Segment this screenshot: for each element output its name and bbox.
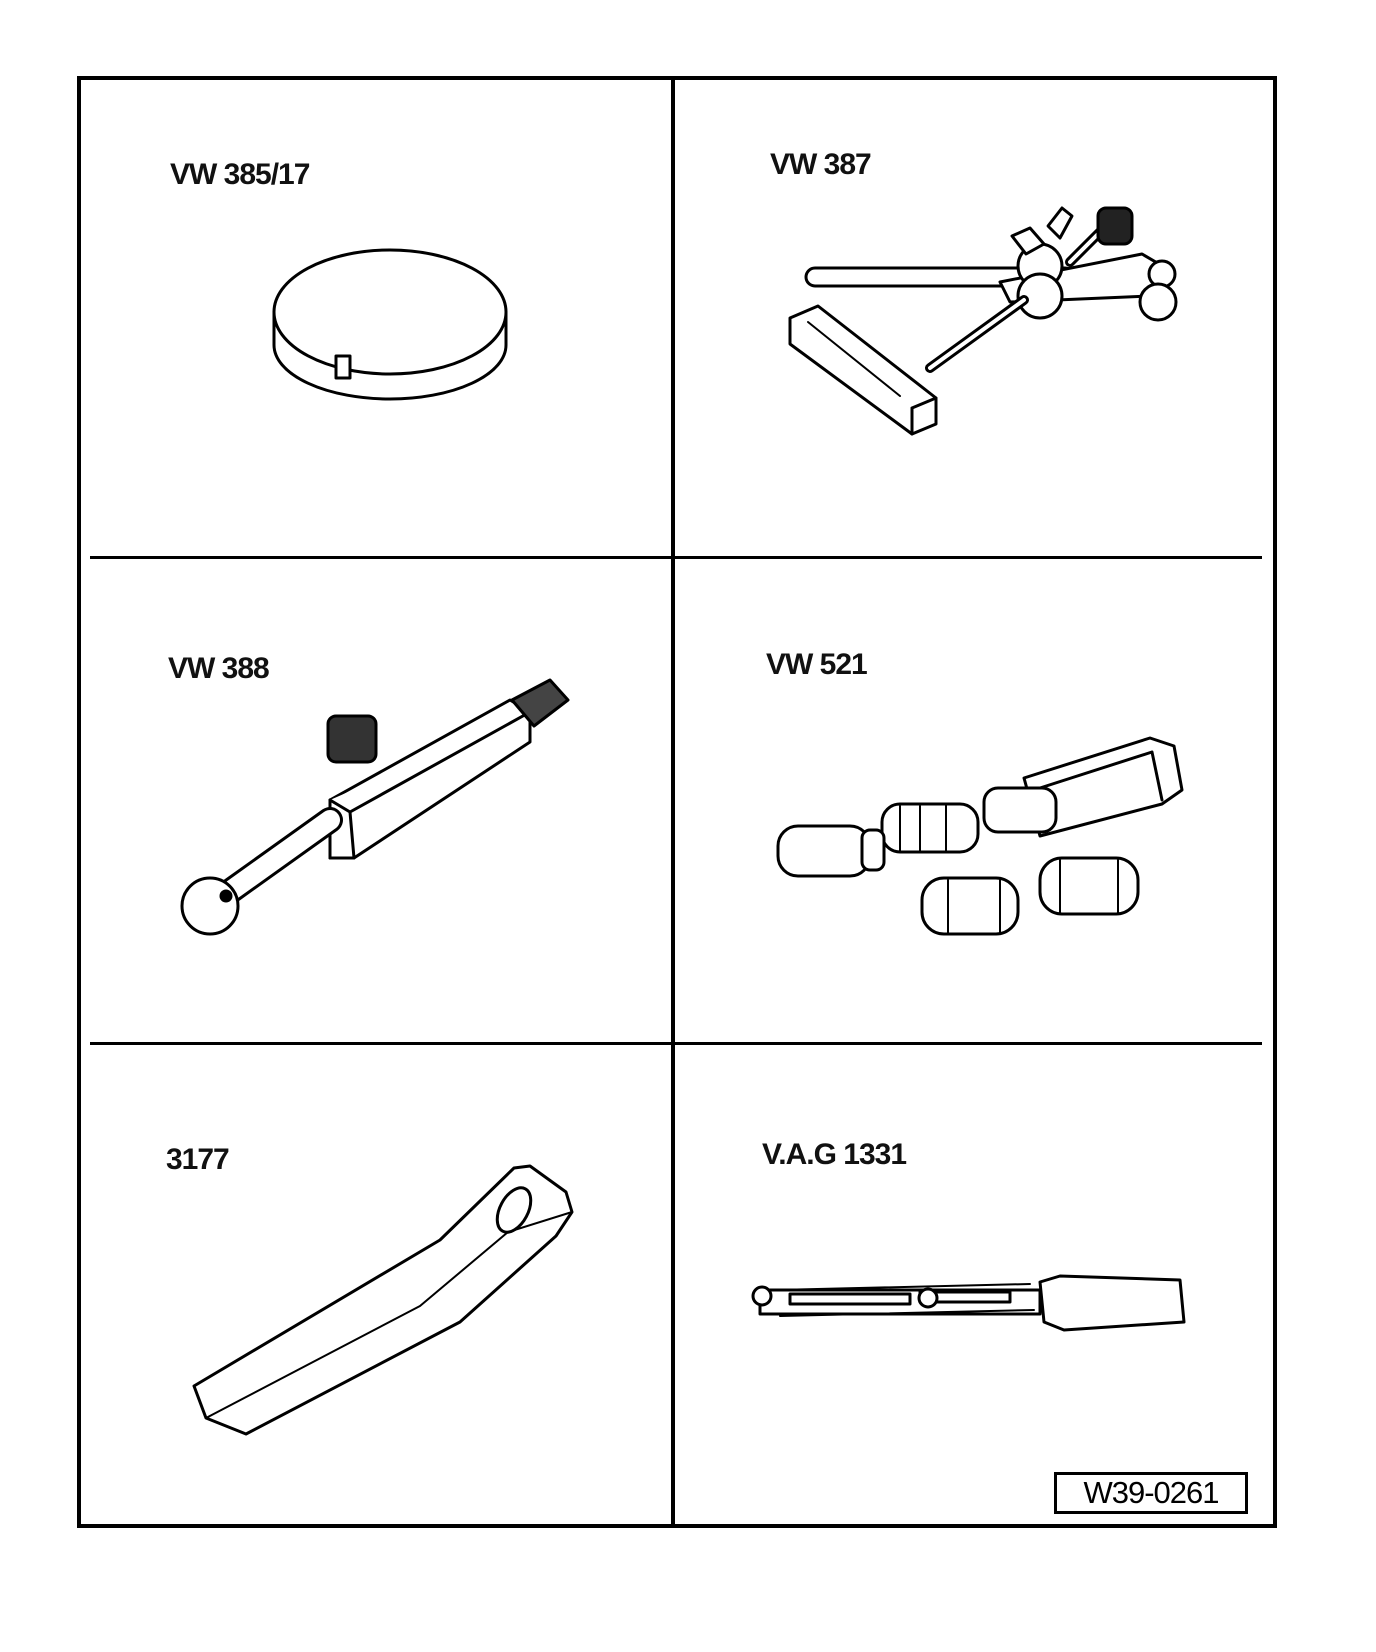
disc-icon — [272, 248, 508, 401]
row-divider-2 — [90, 1042, 1262, 1045]
tool-label-vw-387: VW 387 — [770, 148, 872, 181]
tool-label-vw-385-17: VW 385/17 — [170, 158, 310, 191]
row-divider-1 — [90, 556, 1262, 559]
tool-label-vag-1331: V.A.G 1331 — [762, 1138, 907, 1171]
tool-label-vw-521: VW 521 — [766, 648, 868, 681]
outer-frame — [77, 76, 1277, 1528]
column-divider — [671, 76, 675, 1528]
lever-icon — [192, 1164, 574, 1436]
tool-label-3177: 3177 — [166, 1143, 230, 1176]
probe-arm-icon — [180, 678, 570, 936]
tool-label-vw-388: VW 388 — [168, 652, 270, 685]
adapter-set-icon — [776, 736, 1184, 936]
gauge-holder-icon — [788, 206, 1178, 436]
torque-wrench-icon — [751, 1274, 1186, 1332]
figure-code-badge: W39-0261 — [1054, 1472, 1248, 1514]
